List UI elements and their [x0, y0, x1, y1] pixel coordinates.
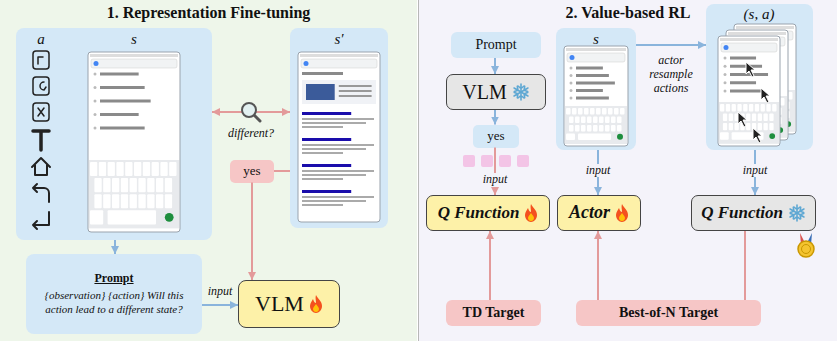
answer-box: yes — [230, 160, 274, 183]
phone-screenshot — [564, 46, 628, 146]
box-label: Prompt — [475, 37, 516, 52]
magnifier-icon — [242, 103, 260, 121]
box-label: TD Target — [463, 305, 525, 320]
state-action-box: as — [16, 28, 212, 240]
panel-title: 1. Representation Fine-tuning — [107, 4, 311, 21]
answer-box: yes — [473, 125, 519, 148]
edge-label: input — [741, 164, 770, 178]
prompt-body: {observation} {action} Will this action … — [34, 289, 194, 317]
edge-label: input — [206, 285, 235, 299]
illustration — [706, 4, 813, 150]
box-label: Q Function — [438, 204, 520, 223]
target-box: Best-of-N Target — [576, 300, 761, 326]
box-label: Actor — [569, 203, 610, 223]
connector-arrow — [597, 231, 599, 300]
state-label: s — [131, 31, 137, 47]
connector-arrow — [202, 304, 238, 306]
panel-title: 2. Value-based RL — [566, 4, 691, 21]
target-box: TD Target — [446, 300, 541, 326]
box-label: VLM — [255, 292, 304, 316]
q-function-box: Q Function — [426, 195, 550, 231]
state-label: s′ — [334, 31, 343, 47]
prompt-box: Prompt {observation} {action} Will this a… — [26, 254, 202, 334]
connector-arrow — [274, 170, 290, 172]
mouse-cursor — [746, 62, 755, 77]
box-label: yes — [243, 164, 260, 178]
mouse-cursor — [761, 88, 770, 103]
edge-label: input — [481, 173, 510, 187]
snowflake-icon — [512, 83, 530, 101]
prompt-title: Prompt — [94, 271, 133, 286]
snowflake-icon — [788, 204, 806, 222]
fire-icon — [615, 204, 629, 222]
state-label: a — [37, 31, 45, 47]
state-label: s — [593, 31, 599, 47]
connector-arrow — [212, 111, 290, 113]
box-label: yes — [487, 129, 504, 143]
action-icons — [32, 51, 50, 229]
fire-icon — [309, 295, 323, 313]
mouse-cursor — [738, 112, 747, 127]
connector-arrow — [494, 148, 496, 196]
connector-arrow — [494, 110, 496, 125]
phone-screenshot — [298, 52, 380, 222]
box-label: Best-of-N Target — [619, 305, 718, 320]
connector-arrow — [251, 183, 253, 281]
connector-arrow — [636, 44, 706, 46]
medal-icon — [798, 233, 814, 257]
mouse-cursor — [753, 128, 762, 143]
model-box: VLM — [238, 280, 340, 328]
edge-label: different? — [226, 127, 276, 141]
connector-arrow — [744, 231, 746, 300]
q-function-box: Q Function — [691, 195, 816, 231]
illustration — [16, 28, 212, 240]
embedding-tokens — [463, 155, 529, 167]
connector-arrow — [489, 231, 491, 300]
stage-panel: 2. Value-based RL PromptVLM yes Q FunctionT… — [418, 0, 837, 341]
edge-label: actor resample actions — [639, 54, 703, 95]
phone-screenshot — [88, 52, 180, 232]
prompt-box: Prompt — [451, 32, 541, 58]
phone-screenshot — [718, 36, 780, 146]
state-label: (s, a) — [744, 6, 775, 22]
box-label: Q Function — [701, 204, 783, 223]
actor-box: Actor — [557, 195, 641, 231]
connector-arrow — [114, 240, 116, 254]
state-box: s — [556, 28, 636, 150]
edge-label: input — [584, 164, 613, 178]
illustration — [290, 28, 388, 228]
next-state-box: s′ — [290, 28, 388, 228]
model-box: VLM — [446, 74, 546, 110]
fire-icon — [524, 204, 538, 222]
box-label: VLM — [462, 81, 506, 103]
state-action-stack: (s, a) — [706, 4, 813, 150]
connector-arrow — [494, 58, 496, 74]
